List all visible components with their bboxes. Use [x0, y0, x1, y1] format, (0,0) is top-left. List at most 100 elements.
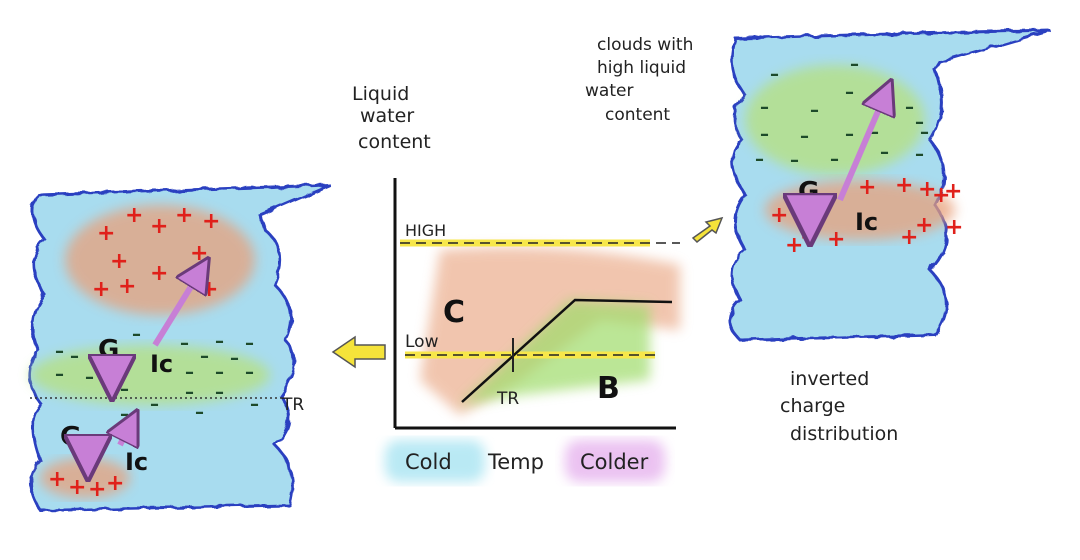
negative-charge: – [905, 97, 914, 118]
ice-crystal-lower-label: Ic [125, 448, 148, 476]
positive-charge: + [944, 179, 962, 204]
positive-charge: + [770, 203, 788, 228]
negative-charge: – [185, 382, 194, 403]
negative-charge: – [195, 402, 204, 423]
caption-line: content [605, 105, 670, 125]
positive-charge: + [118, 274, 136, 299]
caption-line: clouds with [597, 35, 693, 55]
positive-charge: + [92, 277, 110, 302]
negative-charge: – [915, 144, 924, 165]
negative-charge: – [132, 324, 141, 345]
y-label-line: Liquid [352, 83, 409, 105]
positive-charge: + [945, 215, 963, 240]
note-line: inverted [790, 368, 869, 390]
negative-charge: – [215, 382, 224, 403]
positive-charge: + [202, 209, 220, 234]
cold-highlight [385, 440, 485, 482]
positive-charge: + [68, 475, 86, 500]
positive-charge: + [150, 261, 168, 286]
negative-charge: – [185, 362, 194, 383]
low-label: Low [405, 332, 439, 352]
positive-charge: + [175, 203, 193, 228]
colder-highlight [565, 440, 665, 482]
positive-charge: + [190, 241, 208, 266]
negative-charge: – [790, 150, 799, 171]
negative-charge: – [760, 97, 769, 118]
negative-charge: – [770, 64, 779, 85]
right-cloud: clouds with high liquid water content ++… [585, 28, 1051, 445]
ice-crystal-up-arrow [837, 95, 885, 202]
ice-crystal-label: Ic [150, 350, 173, 378]
negative-charge: – [850, 54, 859, 75]
positive-charge: + [48, 467, 66, 492]
positive-charge: + [88, 477, 106, 502]
negative-charge: – [920, 122, 929, 143]
liquid-water-graph: Liquid water content HIGH Low C B TR Col… [352, 83, 680, 482]
negative-charge: – [230, 348, 239, 369]
negative-charge: – [915, 112, 924, 133]
negative-charge: – [245, 333, 254, 354]
negative-charge: – [85, 367, 94, 388]
positive-charge: + [827, 227, 845, 252]
positive-charge: + [110, 249, 128, 274]
negative-charge: – [150, 394, 159, 415]
right-caption: clouds with high liquid water content [585, 35, 699, 125]
negative-charge: – [245, 362, 254, 383]
high-label: HIGH [405, 221, 446, 240]
ice-crystal-label: Ic [855, 208, 878, 236]
y-axis-label: Liquid water content [352, 83, 431, 153]
inverted-note: inverted charge distribution [780, 368, 898, 445]
negative-charge: – [800, 126, 809, 147]
negative-charge: – [215, 331, 224, 352]
positive-charge: + [785, 233, 803, 258]
negative-charge: – [845, 124, 854, 145]
positive-charge: + [915, 213, 933, 238]
ice-crystal-lower-arrow [120, 425, 130, 445]
positive-charge: + [858, 175, 876, 200]
negative-charge: – [200, 346, 209, 367]
positive-charge: + [200, 277, 218, 302]
negative-charge: – [845, 82, 854, 103]
negative-charge: – [70, 346, 79, 367]
positive-charge: + [900, 225, 918, 250]
tr-label: TR [281, 395, 304, 415]
positive-charge: + [895, 173, 913, 198]
region-b-label: B [597, 371, 620, 406]
y-label-line: water [360, 105, 414, 127]
negative-charge: – [830, 149, 839, 170]
positive-charge: + [918, 177, 936, 202]
negative-charge: – [120, 404, 129, 425]
positive-charge: + [150, 214, 168, 239]
negative-charge: – [810, 100, 819, 121]
negative-charge: – [870, 122, 879, 143]
caption-line: water [585, 81, 633, 101]
note-line: distribution [790, 423, 898, 445]
right-yellow-arrow [691, 216, 724, 244]
caption-line: high liquid [597, 58, 686, 78]
negative-charge: – [250, 394, 259, 415]
negative-charge: – [55, 341, 64, 362]
negative-charge: – [760, 124, 769, 145]
negative-charge: – [55, 364, 64, 385]
left-yellow-arrow [331, 335, 386, 369]
ice-crystal-up-arrow [152, 272, 200, 347]
positive-charge: + [97, 221, 115, 246]
cold-label: Cold [405, 450, 452, 474]
positive-charge: + [125, 203, 143, 228]
y-label-line: content [358, 131, 431, 153]
negative-charge: – [180, 333, 189, 354]
graupel-lower-label: G [60, 422, 81, 452]
positive-charge: + [106, 471, 124, 496]
negative-charge: – [120, 379, 129, 400]
left-cloud: +++++++++++++++ –––––––––––––––––––– TR … [28, 183, 331, 512]
threshold-curve [461, 298, 673, 403]
negative-charge: – [215, 362, 224, 383]
graupel-label: G [798, 177, 819, 207]
note-line: charge [780, 395, 845, 417]
graupel-label: G [98, 335, 119, 365]
colder-label: Colder [580, 450, 649, 474]
region-c-label: C [443, 295, 465, 330]
positive-charge: + [932, 183, 950, 208]
temp-label: Temp [487, 450, 544, 474]
